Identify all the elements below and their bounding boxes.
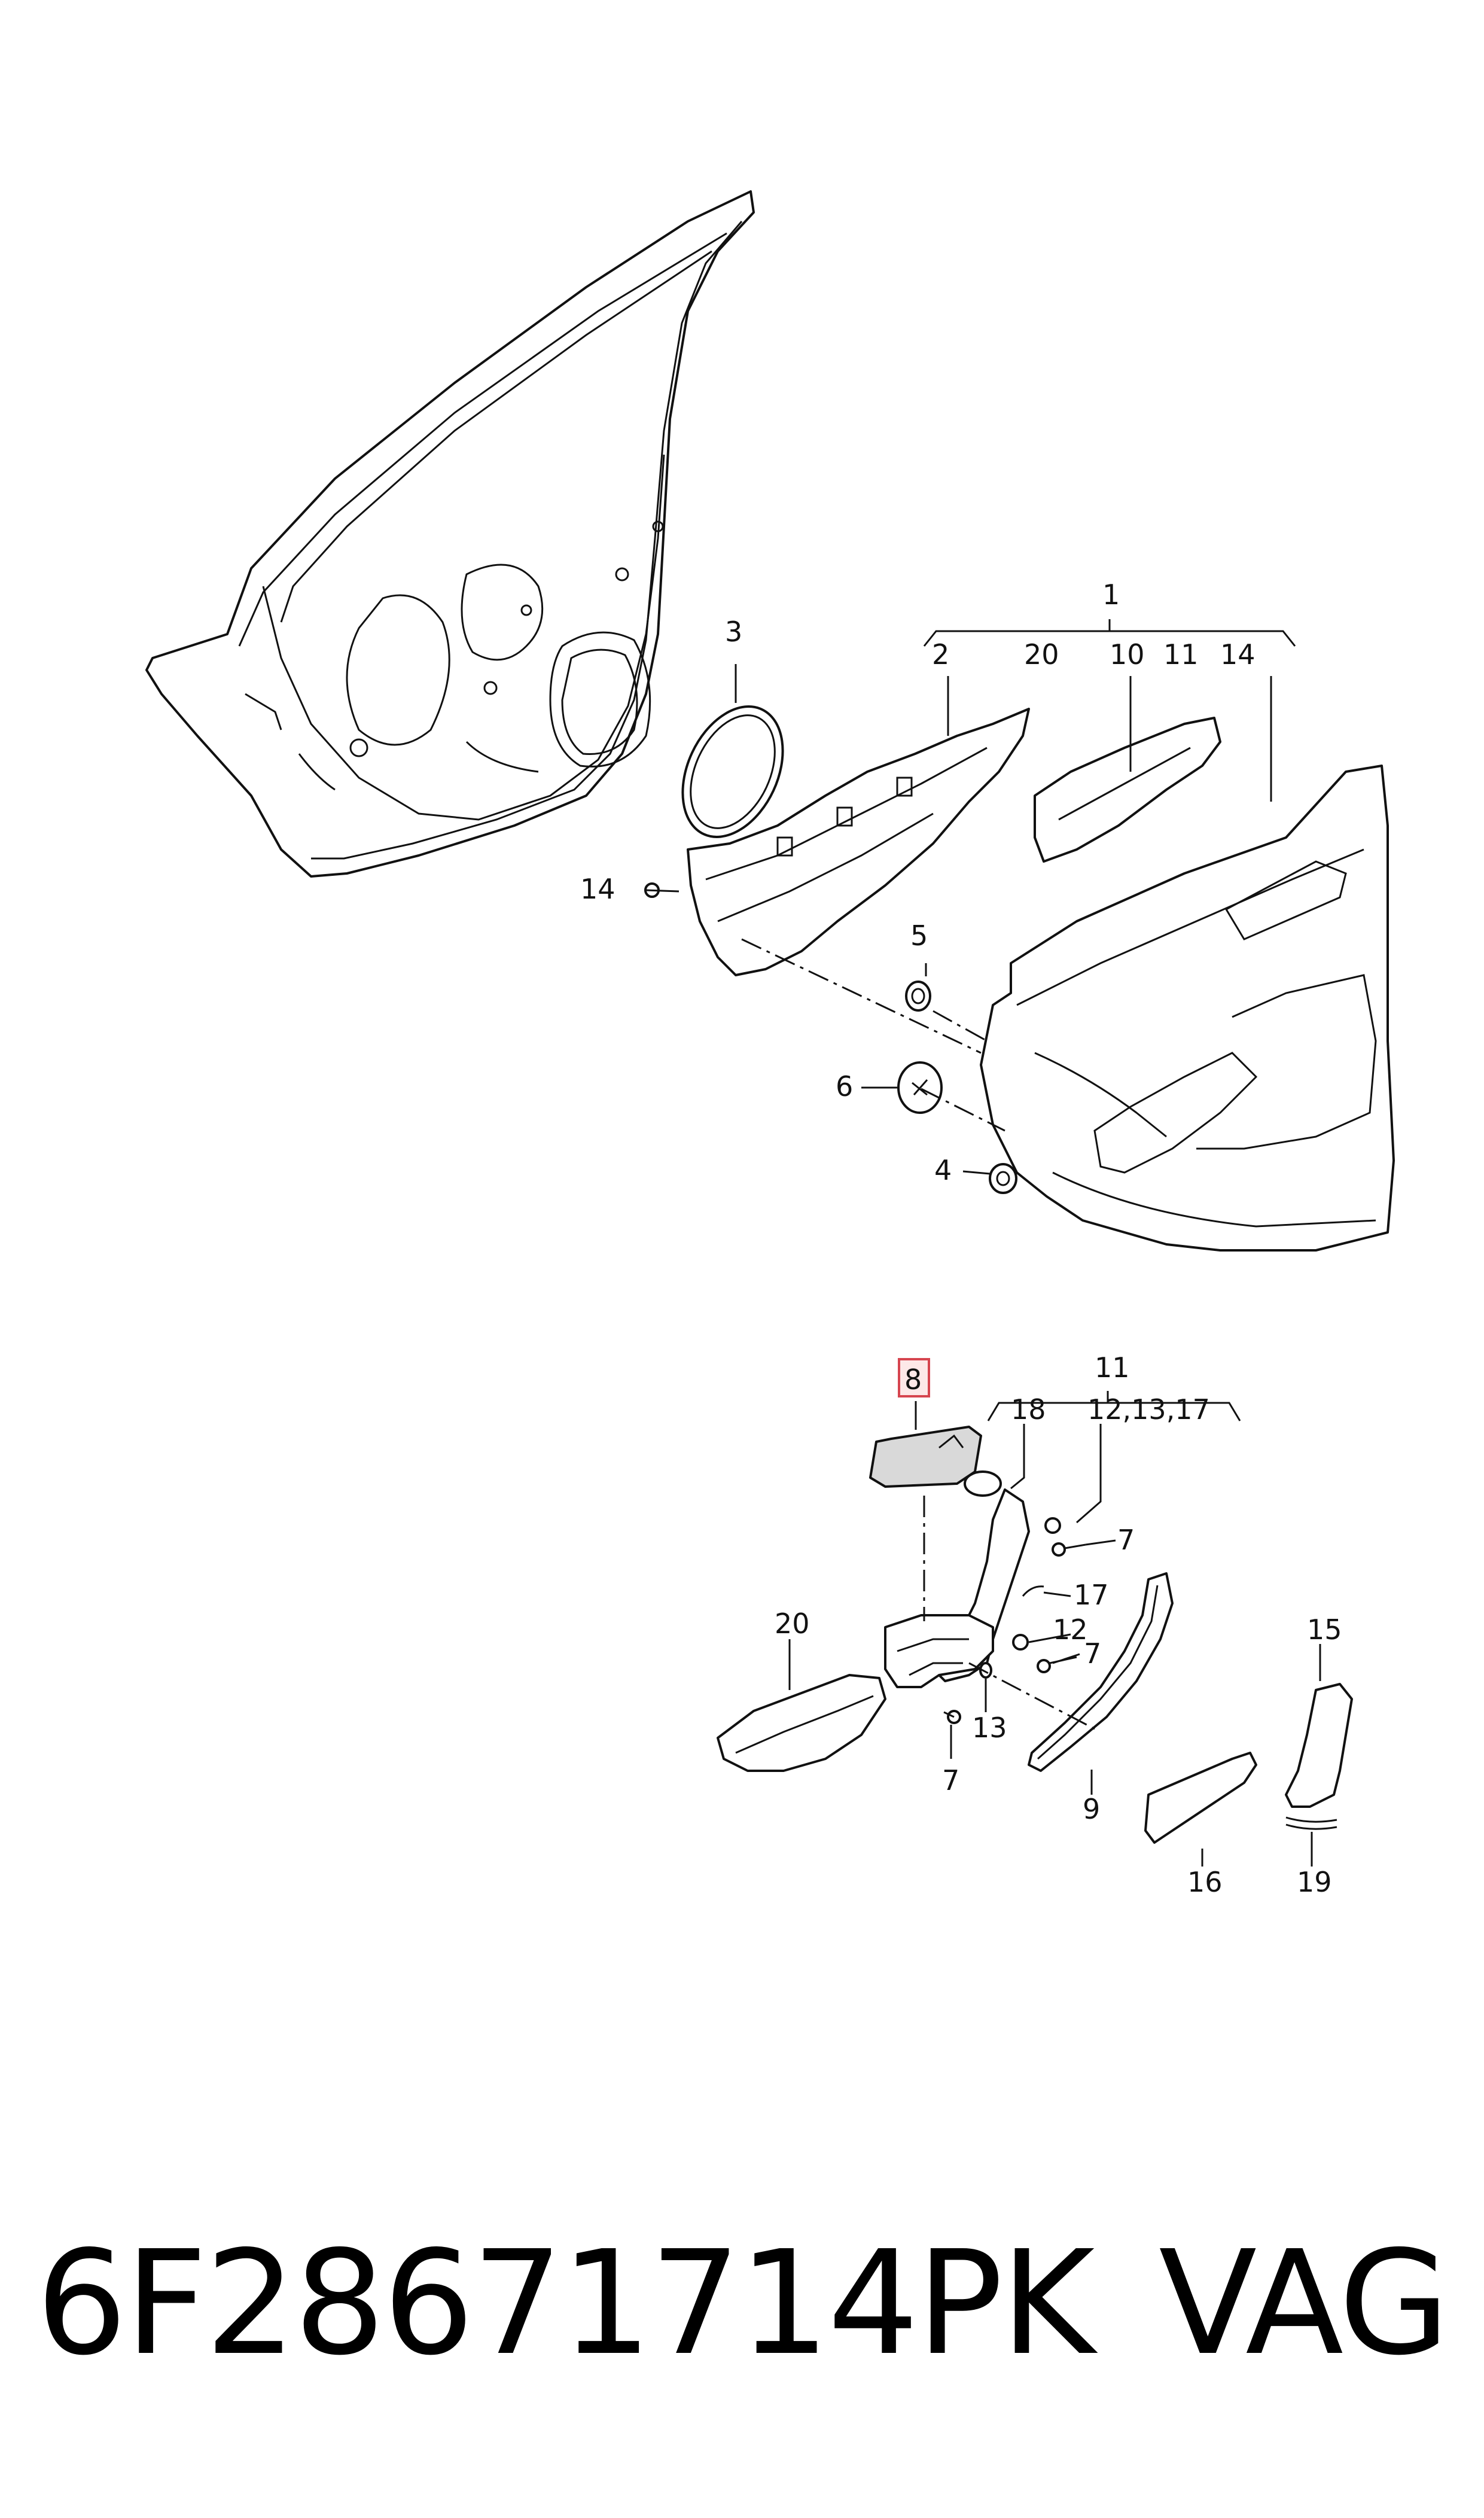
label-7a: 7 bbox=[1117, 1524, 1135, 1556]
label-14: 14 bbox=[1220, 638, 1256, 671]
label-11-lower: 11 bbox=[1095, 1351, 1130, 1384]
footer: 6F28671714PK VAG bbox=[36, 2213, 1450, 2393]
part-9-strip bbox=[1028, 1572, 1174, 1772]
label-1: 1 bbox=[1102, 578, 1120, 611]
speaker-ring bbox=[681, 705, 784, 838]
label-14b: 14 bbox=[580, 873, 615, 905]
part-20-pocket bbox=[717, 1674, 886, 1772]
clip-13 bbox=[979, 1662, 992, 1679]
highlighted-part-box bbox=[898, 1358, 930, 1397]
label-19: 19 bbox=[1297, 1866, 1332, 1898]
label-9: 9 bbox=[1083, 1793, 1100, 1825]
handle-bracket bbox=[884, 1488, 1030, 1688]
label-12-13-17: 12,13,17 bbox=[1087, 1393, 1210, 1426]
clip-17 bbox=[1022, 1585, 1044, 1597]
door-frame bbox=[145, 190, 755, 878]
part-number: 6F28671714PK bbox=[36, 2219, 1095, 2387]
trim-bracket bbox=[687, 708, 1030, 976]
label-7b: 7 bbox=[1084, 1637, 1101, 1670]
handle-insert bbox=[1034, 717, 1221, 863]
label-11: 11 bbox=[1163, 638, 1199, 671]
label-2: 2 bbox=[932, 638, 949, 671]
door-trim-panel bbox=[980, 765, 1395, 1252]
brand-name: VAG bbox=[1159, 2219, 1450, 2387]
part-16-strip bbox=[1144, 1752, 1257, 1844]
clip-4 bbox=[989, 1163, 1017, 1194]
screw-7a bbox=[1052, 1542, 1086, 1557]
label-16: 16 bbox=[1187, 1866, 1223, 1898]
part-18-cap bbox=[964, 1470, 1002, 1497]
label-18: 18 bbox=[1011, 1393, 1046, 1426]
label-8: 8 bbox=[904, 1363, 922, 1396]
label-4: 4 bbox=[934, 1154, 952, 1186]
screw-12b bbox=[1012, 1634, 1029, 1651]
clip-5 bbox=[905, 981, 931, 1012]
label-6: 6 bbox=[836, 1070, 853, 1103]
part-8-switch-panel bbox=[869, 1426, 982, 1488]
label-17: 17 bbox=[1074, 1579, 1109, 1611]
label-5: 5 bbox=[910, 919, 928, 952]
cap-6 bbox=[897, 1061, 943, 1114]
part-15-grip bbox=[1285, 1683, 1353, 1808]
screw-7b bbox=[1037, 1656, 1077, 1673]
label-12: 12 bbox=[1053, 1613, 1088, 1646]
label-20-lower: 20 bbox=[775, 1607, 810, 1640]
label-20: 20 bbox=[1024, 638, 1059, 671]
screw-7c bbox=[943, 1710, 961, 1724]
label-3: 3 bbox=[725, 616, 742, 648]
label-15: 15 bbox=[1307, 1613, 1342, 1646]
label-7c: 7 bbox=[942, 1764, 959, 1797]
part-19-seal bbox=[1285, 1816, 1337, 1830]
screw-12 bbox=[1044, 1517, 1061, 1534]
label-10: 10 bbox=[1110, 638, 1145, 671]
label-13: 13 bbox=[972, 1712, 1007, 1744]
